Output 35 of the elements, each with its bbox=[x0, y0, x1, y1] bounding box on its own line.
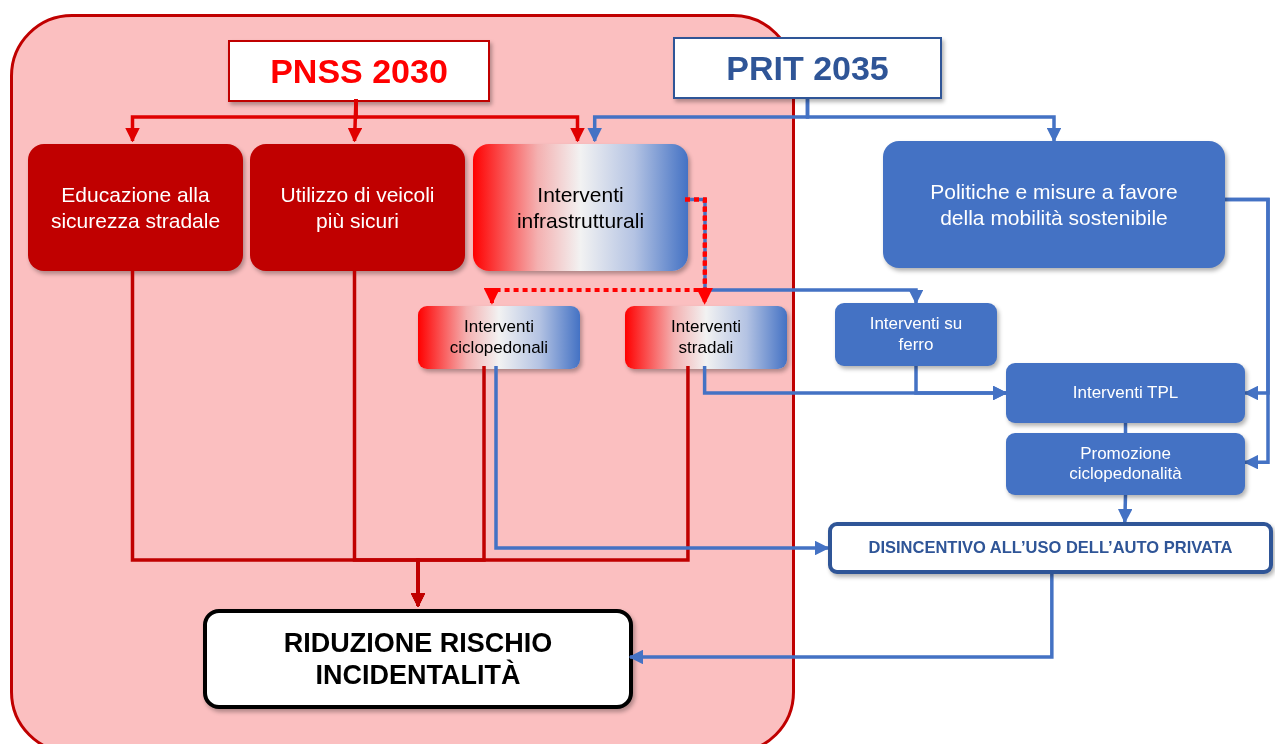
outcome-box bbox=[828, 522, 1273, 574]
arrow bbox=[354, 99, 585, 143]
process-box bbox=[1006, 433, 1245, 495]
process-box bbox=[1006, 363, 1245, 423]
process-box bbox=[625, 306, 787, 369]
arrow bbox=[1225, 197, 1270, 470]
process-box bbox=[28, 144, 243, 271]
arrow bbox=[1117, 494, 1133, 524]
node-label: DISINCENTIVO ALL’USO DELL’AUTO PRIVATA bbox=[867, 538, 1234, 558]
arrow bbox=[914, 366, 1008, 401]
process-box bbox=[250, 144, 465, 271]
arrow bbox=[685, 197, 713, 305]
node-label: Promozione ciclopedonalità bbox=[1068, 443, 1183, 485]
node-label: Interventi TPL bbox=[1071, 382, 1180, 404]
node-label: RIDUZIONE RISCHIO INCIDENTALITÀ bbox=[282, 626, 554, 692]
arrow bbox=[410, 366, 690, 608]
node-label: Politiche e misure a favore della mobilità sostenibile bbox=[929, 179, 1179, 230]
arrow bbox=[494, 366, 830, 556]
title-box bbox=[228, 40, 490, 102]
process-box bbox=[473, 144, 688, 271]
node-label: Interventi su ferro bbox=[868, 314, 964, 355]
arrow bbox=[628, 574, 1054, 665]
node-label: Interventi ciclopedonali bbox=[448, 317, 550, 358]
result-box bbox=[203, 609, 633, 709]
node-label: Interventi infrastrutturali bbox=[515, 182, 646, 233]
process-box bbox=[418, 306, 580, 369]
process-box bbox=[835, 303, 997, 366]
title-box bbox=[673, 37, 942, 99]
node-label: Interventi stradali bbox=[670, 317, 742, 358]
arrow bbox=[805, 99, 1062, 143]
node-label: Educazione alla sicurezza stradale bbox=[49, 182, 222, 233]
node-label: Utilizzo di veicoli più sicuri bbox=[279, 182, 436, 233]
process-box bbox=[883, 141, 1225, 268]
node-label: PNSS 2030 bbox=[269, 50, 449, 92]
node-label: PRIT 2035 bbox=[725, 47, 890, 89]
